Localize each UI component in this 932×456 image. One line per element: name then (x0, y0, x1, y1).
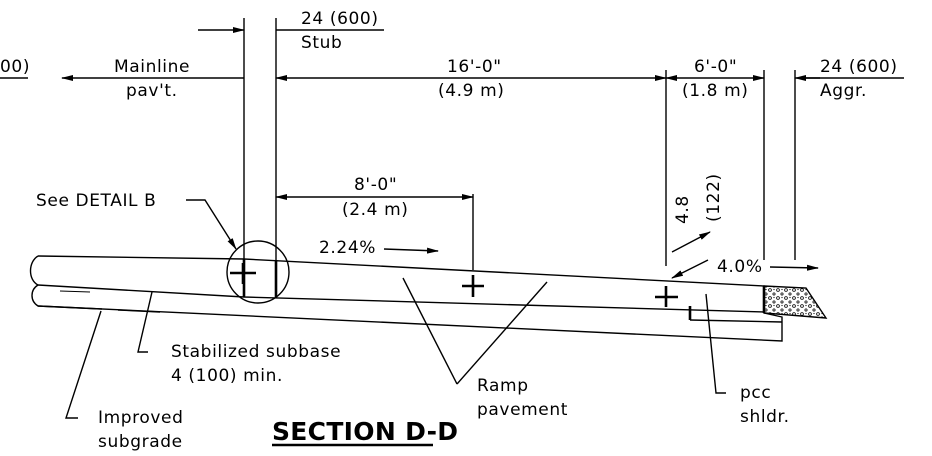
label-aggregate-dim: 24 (600) (820, 57, 898, 77)
dim-arrow-48-lower (671, 259, 709, 279)
leader-ramp-1 (402, 277, 458, 385)
dowel-1 (230, 263, 256, 284)
aggregate-wedge (763, 285, 828, 319)
label-left-cut: 00) (0, 57, 30, 77)
label-aggregate: Aggr. (820, 81, 867, 101)
label-slope-ramp: 2.24% (319, 238, 376, 258)
label-pcc-1: pcc (740, 383, 771, 403)
subbase-hatch (59, 290, 91, 293)
leader-pcc (705, 293, 726, 394)
label-16ft: 16'-0" (447, 57, 502, 77)
pavement-break-left (29, 255, 39, 286)
label-16ft-metric: (4.9 m) (438, 81, 504, 101)
label-subbase-2: 4 (100) min. (171, 366, 283, 386)
label-detail-b: See DETAIL B (36, 191, 156, 211)
label-mainline-2: pav't. (126, 81, 178, 101)
label-8ft-metric: (2.4 m) (342, 200, 408, 220)
detail-b-circle (226, 240, 290, 304)
section-title: SECTION D-D (272, 417, 458, 446)
label-ramp-2: pavement (477, 400, 568, 420)
label-6ft-metric: (1.8 m) (682, 81, 748, 101)
leader-subgrade (65, 310, 102, 419)
label-pcc-2: shldr. (740, 407, 790, 427)
label-6ft: 6'-0" (694, 57, 737, 77)
shoulder-bottom (689, 319, 783, 323)
label-8ft: 8'-0" (354, 175, 397, 195)
label-subgrade-1: Improved (98, 408, 184, 428)
slope-arrow-ramp (383, 247, 439, 254)
label-mainline-1: Mainline (114, 57, 190, 77)
subbase-layer (31, 284, 783, 342)
label-thickness: 4.8 (673, 195, 693, 224)
dim-arrow-48-upper (671, 231, 711, 253)
pavement-slab-outline (37, 255, 765, 313)
label-stub-dim: 24 (600) (301, 9, 379, 29)
label-subgrade-2: subgrade (98, 432, 183, 452)
label-thickness-metric: (122) (704, 173, 724, 222)
leader-ramp-2 (456, 281, 548, 385)
dowel-3 (655, 286, 678, 307)
leader-detail-b (186, 199, 237, 250)
dowel-2 (462, 275, 484, 297)
label-subbase-1: Stabilized subbase (171, 342, 341, 362)
leader-subbase (137, 291, 153, 353)
label-stub: Stub (301, 33, 342, 53)
label-ramp-1: Ramp (477, 376, 529, 396)
subgrade-line (37, 305, 161, 313)
label-slope-shoulder: 4.0% (717, 257, 763, 277)
slope-arrow-shoulder (769, 264, 819, 271)
